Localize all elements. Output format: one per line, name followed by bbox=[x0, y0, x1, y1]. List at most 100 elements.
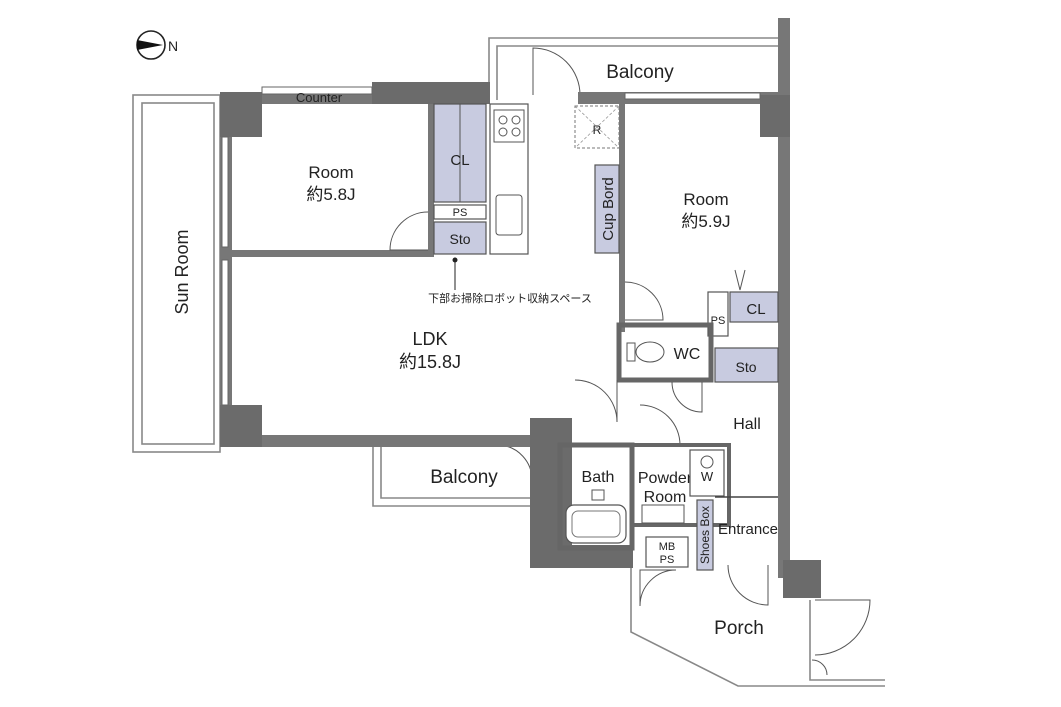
closet-left-label: CL bbox=[450, 152, 469, 169]
pillar-entrance bbox=[783, 560, 821, 598]
porch-gate bbox=[809, 600, 885, 681]
pillars bbox=[220, 82, 821, 598]
room-right-name: Room bbox=[683, 190, 728, 209]
window-room-right bbox=[624, 92, 761, 100]
windows: Counter bbox=[221, 86, 761, 406]
balcony-top: Balcony bbox=[488, 37, 780, 100]
room-right-size: 約5.9J bbox=[681, 212, 730, 231]
powder-room-label-2: Room bbox=[644, 489, 687, 506]
wc-walls bbox=[616, 322, 714, 383]
compass-north-label: N bbox=[168, 38, 178, 54]
window-sunroom-1 bbox=[221, 136, 229, 248]
washer-label: W bbox=[701, 469, 714, 484]
ldk-hall-door bbox=[574, 379, 618, 423]
wc-door bbox=[671, 381, 703, 413]
hall-label: Hall bbox=[733, 416, 761, 433]
refrigerator-diag-2 bbox=[574, 105, 620, 149]
wc: WC bbox=[616, 322, 714, 413]
sun-room-label: Sun Room bbox=[172, 229, 192, 314]
ldk-name: LDK bbox=[412, 329, 447, 349]
porch: Porch bbox=[630, 560, 885, 687]
powder-room-label-1: Powder bbox=[638, 470, 693, 487]
washer-space bbox=[689, 449, 725, 497]
ps-left bbox=[433, 204, 487, 220]
balcony-bottom: Balcony bbox=[372, 440, 546, 507]
balcony-top-inner bbox=[496, 45, 780, 100]
wc-label: WC bbox=[674, 346, 701, 363]
wall-room-right-left bbox=[619, 104, 625, 332]
room-left-door bbox=[389, 211, 429, 251]
entrance-label: Entrance bbox=[718, 521, 778, 538]
bathtub-icon bbox=[565, 504, 627, 544]
bath-drain bbox=[591, 489, 605, 501]
pillar-bottom-left bbox=[220, 405, 262, 447]
ps-left-label: PS bbox=[453, 207, 468, 219]
bath-powder: Bath Powder Room W bbox=[557, 442, 731, 551]
compass: N bbox=[136, 30, 178, 60]
burner-2-icon bbox=[511, 115, 521, 125]
counter-label: Counter bbox=[296, 90, 343, 105]
stove bbox=[493, 109, 525, 143]
sink bbox=[495, 194, 523, 236]
mb-ps-label-2: PS bbox=[660, 554, 675, 566]
burner-4-icon bbox=[511, 127, 521, 137]
wall-bottom-ldk bbox=[220, 435, 540, 447]
porch-door bbox=[639, 569, 677, 607]
burner-1-icon bbox=[498, 115, 508, 125]
balcony-bottom-outline bbox=[372, 440, 546, 507]
ldk: LDK 約15.8J bbox=[399, 329, 618, 423]
porch-outline bbox=[630, 560, 885, 687]
balcony-bottom-door bbox=[499, 444, 533, 481]
entrance: Shoes Box Entrance MB PS bbox=[645, 496, 778, 606]
ps-right-label: PS bbox=[711, 315, 726, 327]
hall: Hall bbox=[639, 404, 761, 446]
compass-needle-icon bbox=[137, 40, 163, 50]
room-left: Room 約5.8J bbox=[306, 163, 429, 251]
balcony-top-outline bbox=[488, 37, 780, 100]
room-right: Room 約5.9J bbox=[624, 190, 746, 321]
wall-room-left-right bbox=[428, 104, 434, 257]
pillar-bath-bottom bbox=[545, 545, 633, 568]
burner-3-icon bbox=[498, 127, 508, 137]
storage-right-label: Sto bbox=[735, 359, 756, 375]
porch-small-door bbox=[811, 659, 828, 676]
ldk-size: 約15.8J bbox=[399, 352, 461, 372]
kitchen: R Cup Bord bbox=[489, 103, 620, 255]
room-left-size: 約5.8J bbox=[306, 185, 355, 204]
closet-right bbox=[729, 291, 779, 323]
room-right-door bbox=[624, 281, 664, 321]
toilet-tank bbox=[626, 342, 636, 362]
balcony-bottom-inner bbox=[380, 440, 546, 499]
storage-left bbox=[433, 221, 487, 255]
closet-right-door bbox=[734, 269, 746, 291]
wall-right bbox=[778, 18, 790, 578]
vanity-sink bbox=[641, 504, 685, 524]
shoes-box-label: Shoes Box bbox=[698, 506, 712, 564]
balcony-top-door bbox=[532, 47, 581, 96]
hall-door bbox=[639, 404, 681, 446]
mb-ps bbox=[645, 536, 689, 568]
closets-right: PS CL Sto bbox=[707, 291, 779, 383]
closet-right-label: CL bbox=[746, 301, 765, 318]
mb-ps-label-1: MB bbox=[659, 541, 676, 553]
toilet-icon bbox=[635, 341, 665, 363]
window-sunroom-2 bbox=[221, 259, 229, 406]
robot-space-note: 下部お掃除ロボット収納スペース bbox=[428, 291, 592, 305]
pillar-top-left bbox=[220, 92, 262, 137]
window-room-left bbox=[261, 86, 373, 95]
balcony-bottom-label: Balcony bbox=[430, 467, 498, 488]
bath-label: Bath bbox=[582, 469, 615, 486]
porch-gate-door bbox=[814, 599, 871, 656]
balcony-top-label: Balcony bbox=[606, 62, 674, 83]
washer-icon bbox=[700, 455, 714, 469]
shoes-box bbox=[696, 499, 714, 571]
porch-label: Porch bbox=[714, 618, 764, 639]
storage-left-label: Sto bbox=[449, 231, 470, 247]
cup-board bbox=[594, 164, 620, 254]
refrigerator-label: R bbox=[593, 123, 602, 137]
entrance-door bbox=[727, 564, 769, 606]
cup-board-label: Cup Bord bbox=[600, 177, 617, 240]
refrigerator-space bbox=[574, 105, 620, 149]
room-left-name: Room bbox=[308, 163, 353, 182]
